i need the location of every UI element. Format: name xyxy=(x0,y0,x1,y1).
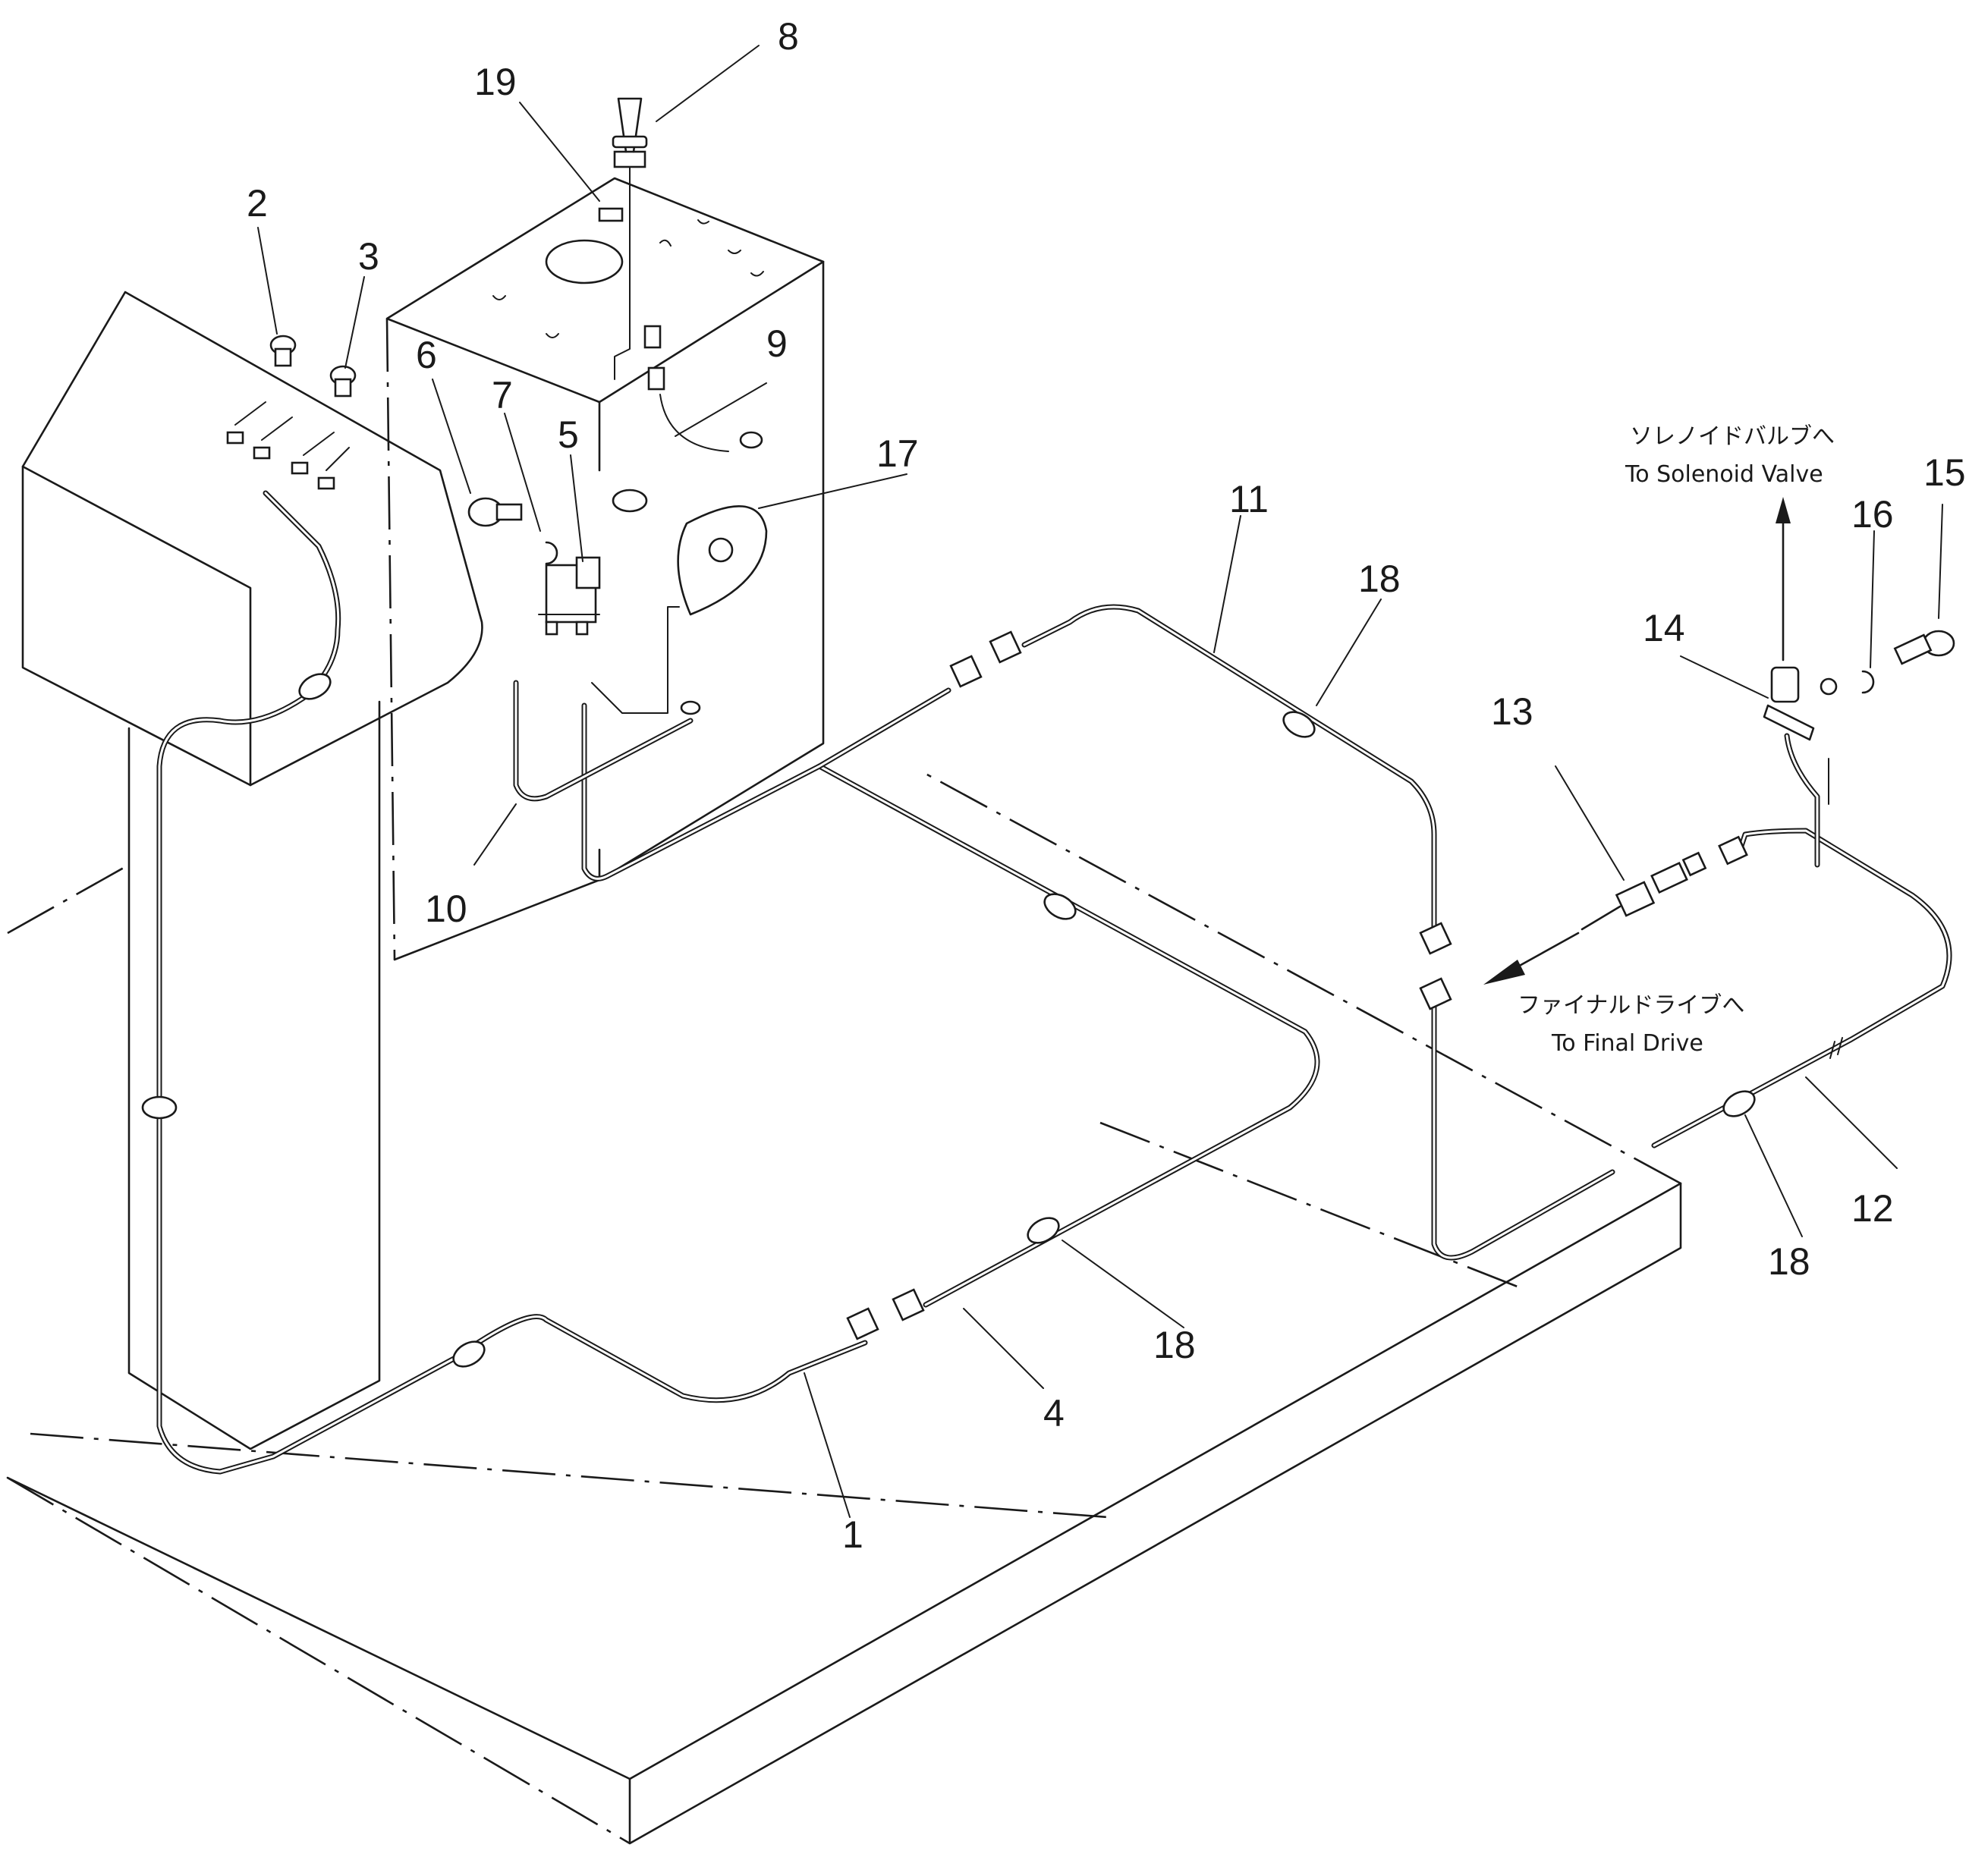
note-final-drive-en: To Final Drive xyxy=(1551,1030,1703,1057)
callout-18-bottom: 18 xyxy=(1153,1324,1196,1366)
callout-6: 6 xyxy=(416,334,437,376)
callout-1: 1 xyxy=(842,1513,863,1556)
wire-harness-10 xyxy=(513,680,951,881)
wire-harness-11 xyxy=(1021,604,1437,932)
callout-13: 13 xyxy=(1491,690,1533,733)
callout-18-top: 18 xyxy=(1358,558,1401,600)
solenoid-arrow-icon xyxy=(1776,497,1791,523)
callout-10: 10 xyxy=(425,888,467,930)
callout-7: 7 xyxy=(492,374,513,416)
callout-2: 2 xyxy=(247,182,268,225)
callout-16: 16 xyxy=(1851,493,1894,536)
connectors xyxy=(846,630,1748,1340)
callout-18-right: 18 xyxy=(1768,1240,1810,1283)
note-final-drive-jp: ファイナルドライブへ xyxy=(1518,992,1744,1019)
wire-harness-12 xyxy=(1651,733,1952,1149)
left-console xyxy=(7,291,483,1450)
components xyxy=(226,97,1955,931)
callout-17: 17 xyxy=(876,432,919,475)
right-console xyxy=(385,177,825,961)
wire-harness-1 xyxy=(156,490,868,1475)
wire-final-drive xyxy=(1431,1002,1615,1261)
callout-3: 3 xyxy=(358,235,379,278)
callout-5: 5 xyxy=(558,413,579,456)
callout-15: 15 xyxy=(1923,451,1966,494)
callout-19: 19 xyxy=(474,61,517,103)
callout-numbers: 8 19 2 3 6 7 5 9 17 10 11 18 13 14 15 16… xyxy=(247,15,1966,1556)
callout-8: 8 xyxy=(778,15,799,58)
notes: ソレノイドバルブへ To Solenoid Valve ファイナルドライブへ T… xyxy=(1518,423,1835,1057)
note-solenoid-en: To Solenoid Valve xyxy=(1625,461,1823,488)
callout-4: 4 xyxy=(1043,1392,1065,1434)
note-solenoid-jp: ソレノイドバルブへ xyxy=(1630,423,1835,450)
leader-lines xyxy=(257,45,1943,1518)
callout-12: 12 xyxy=(1851,1187,1894,1230)
floor-plate xyxy=(6,772,1682,1845)
direction-arrows xyxy=(1483,497,1791,985)
callout-9: 9 xyxy=(766,322,788,365)
callout-14: 14 xyxy=(1643,607,1685,649)
callout-11: 11 xyxy=(1229,478,1269,520)
final-drive-arrow-icon xyxy=(1483,960,1525,985)
wire-harness-4 xyxy=(816,763,1320,1308)
clamps xyxy=(141,489,1756,1368)
